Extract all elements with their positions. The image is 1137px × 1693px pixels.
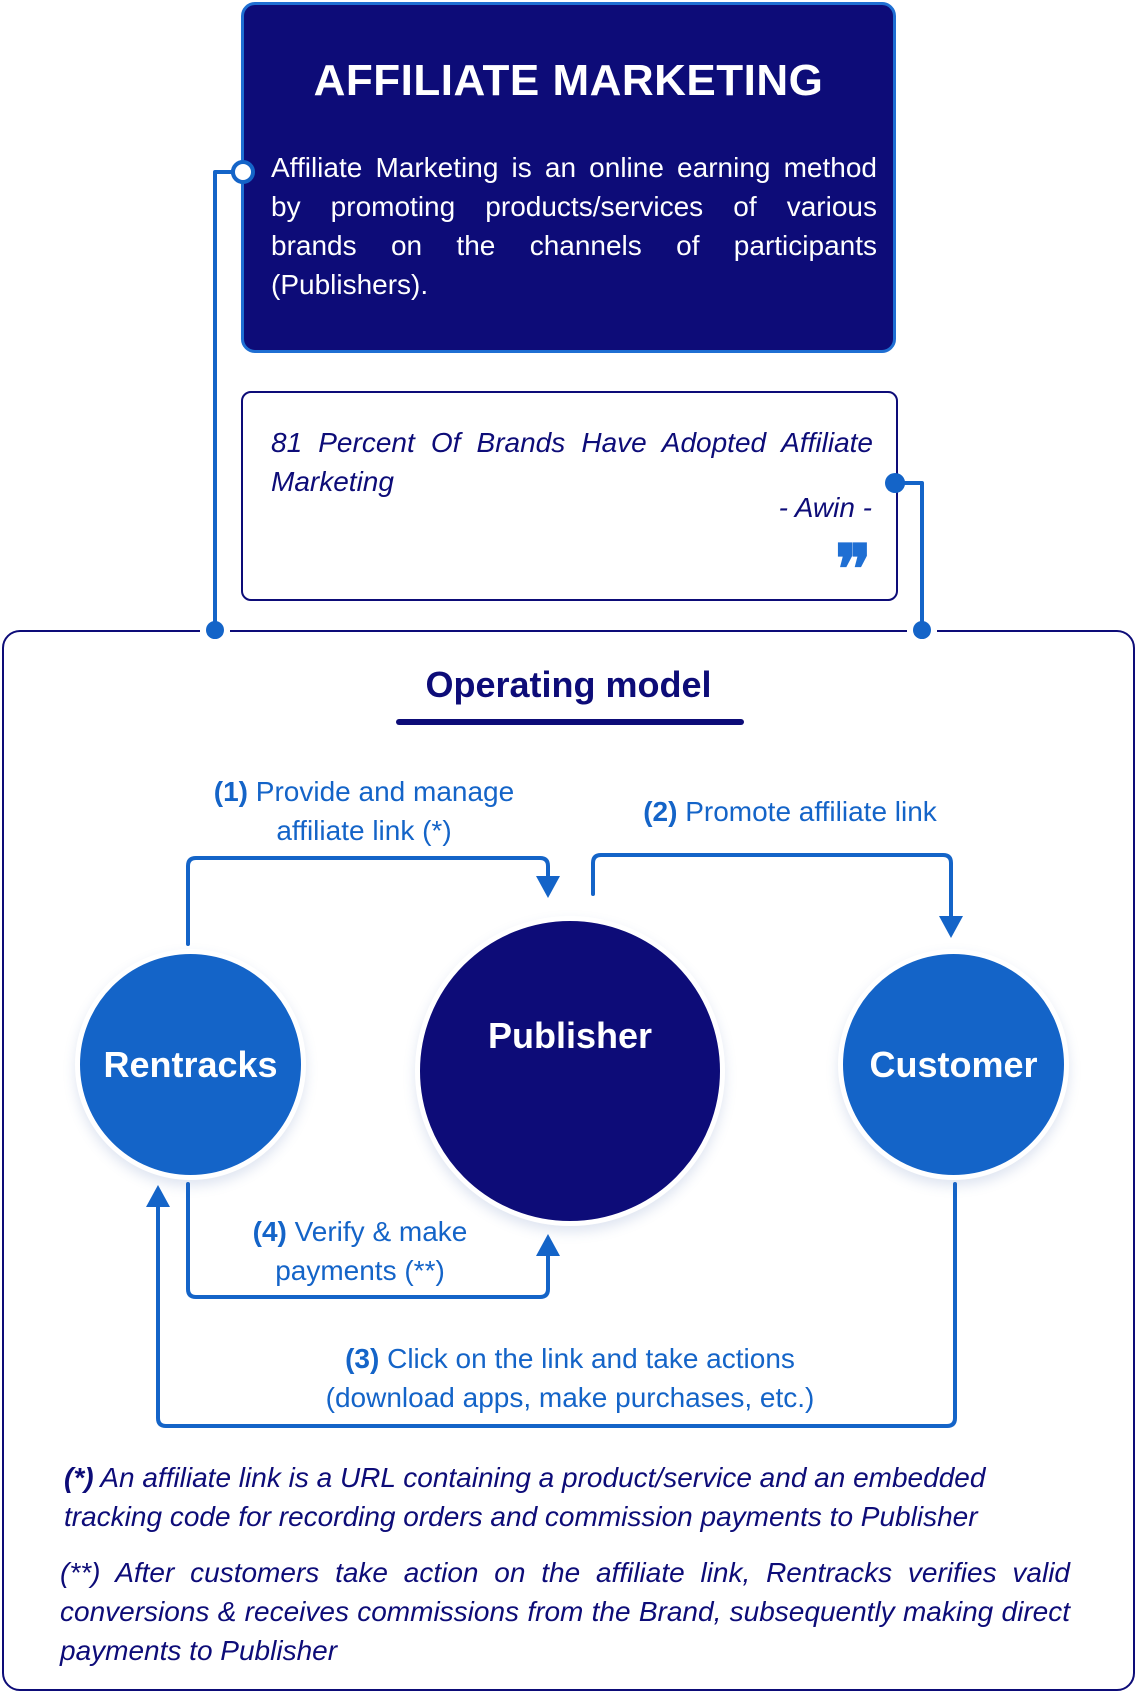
section-underline [396, 719, 744, 725]
quote-text: 81 Percent Of Brands Have Adopted Affili… [271, 427, 873, 497]
arrow-3-head [146, 1185, 170, 1207]
footnote-1: (*) An affiliate link is a URL containin… [64, 1458, 1084, 1536]
arrow-1-head [536, 876, 560, 898]
step-1-text: Provide and manage affiliate link (*) [248, 776, 515, 846]
step-3-text: Click on the link and take actions (down… [325, 1343, 815, 1413]
node-customer: Customer [838, 949, 1069, 1180]
node-publisher: Publisher [415, 916, 725, 1226]
header-description: Affiliate Marketing is an online earning… [271, 152, 877, 300]
header-title: AFFILIATE MARKETING [313, 56, 824, 105]
footnote-2: (**) After customers take action on the … [60, 1557, 1070, 1666]
step-4-number: (4) [252, 1216, 287, 1247]
step-1-number: (1) [213, 776, 249, 807]
footnote-1-text: An affiliate link is a URL containing a … [64, 1462, 986, 1532]
step-4-text: Verify & make payments (**) [275, 1216, 468, 1286]
node-publisher-label: Publisher [487, 1015, 653, 1056]
node-rentracks: Rentracks [75, 949, 306, 1180]
quote-author: - Awin - [778, 492, 872, 523]
step-4-label: (4) Verify & make payments (**) [200, 1212, 520, 1290]
arrow-2-head [939, 916, 963, 938]
quote-mark-icon: ❞ [835, 530, 872, 610]
header-box [241, 2, 896, 353]
footnote-1-mark: (*) [64, 1462, 94, 1493]
step-2-label: (2) Promote affiliate link [590, 792, 990, 831]
arrow-2-line [591, 853, 953, 920]
step-3-label: (3) Click on the link and take actions (… [280, 1339, 860, 1417]
quote-box [241, 391, 898, 601]
step-3-number: (3) [345, 1343, 380, 1374]
node-rentracks-label: Rentracks [103, 1043, 278, 1085]
step-2-number: (2) [643, 796, 678, 827]
step-2-text: Promote affiliate link [677, 796, 937, 827]
arrow-1-line [186, 856, 550, 946]
operating-model-frame [2, 630, 1135, 1691]
section-title: Operating model [425, 664, 712, 705]
node-customer-label: Customer [869, 1043, 1038, 1085]
arrow-3-line [156, 1182, 957, 1428]
arrow-4-line [186, 1182, 550, 1299]
arrow-4-head [536, 1234, 560, 1256]
step-1-label: (1) Provide and manage affiliate link (*… [180, 772, 548, 850]
